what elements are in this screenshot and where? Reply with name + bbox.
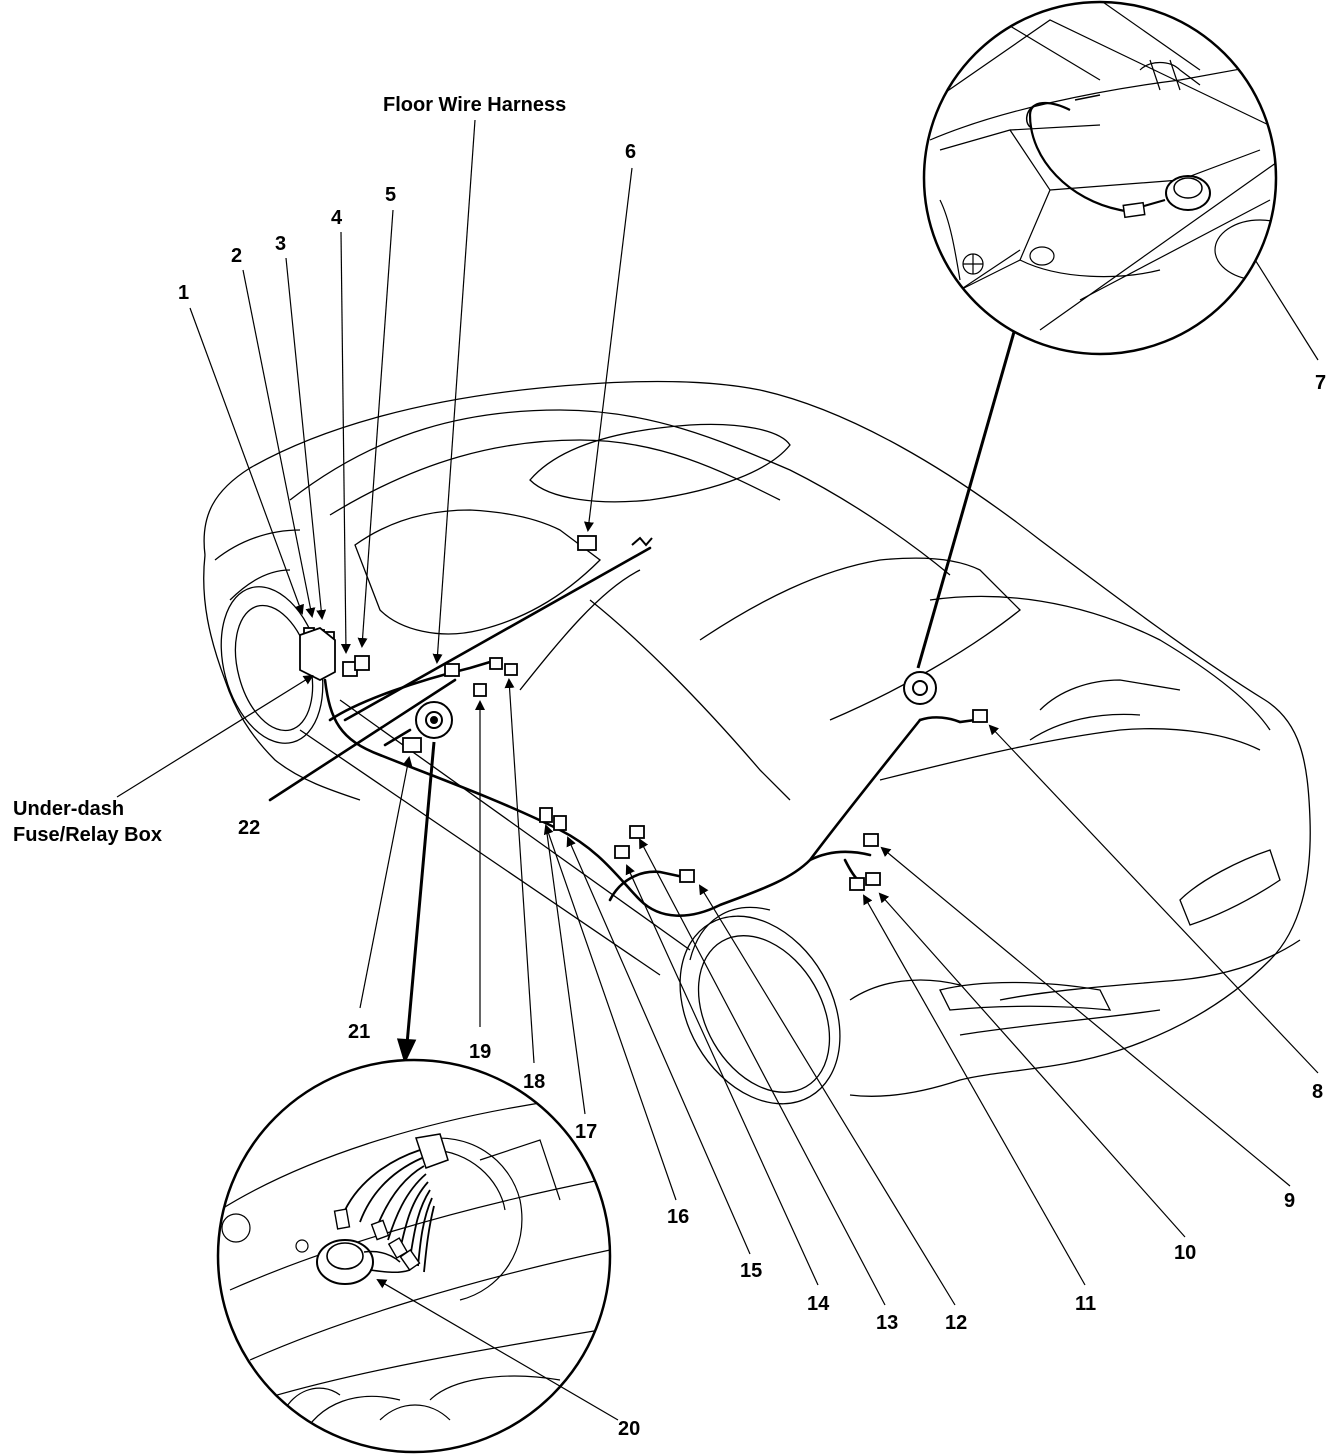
callout-19: 19 xyxy=(469,1041,492,1063)
callout-11: 11 xyxy=(1075,1293,1097,1315)
floor-wire-harness xyxy=(268,546,977,917)
callout-2: 2 xyxy=(231,245,243,267)
callout-18: 18 xyxy=(523,1071,546,1093)
callout-8: 8 xyxy=(1312,1081,1324,1103)
floor-wire-harness-label: Floor Wire Harness xyxy=(383,94,567,116)
callout-17: 17 xyxy=(575,1121,598,1143)
callout-6: 6 xyxy=(625,141,637,163)
callout-14: 14 xyxy=(807,1293,830,1315)
ground-point-20-detail xyxy=(216,1058,619,1454)
callout-21: 21 xyxy=(348,1021,371,1043)
callout-13: 13 xyxy=(876,1312,899,1334)
wheels xyxy=(220,586,841,1105)
callout-7: 7 xyxy=(1315,372,1327,394)
callout-20: 20 xyxy=(618,1418,641,1440)
leader-lines xyxy=(116,119,1319,1306)
callout-16: 16 xyxy=(667,1206,690,1228)
under-dash-label-line2: Fuse/Relay Box xyxy=(13,824,162,846)
car-body xyxy=(203,380,1311,1097)
callout-1: 1 xyxy=(178,282,190,304)
callout-22: 22 xyxy=(238,817,261,839)
under-dash-fuse-relay-box-label: Under-dash Fuse/Relay Box xyxy=(13,796,162,848)
fuse-relay-box xyxy=(299,626,336,682)
ground-points xyxy=(415,671,937,739)
callout-4: 4 xyxy=(331,207,343,229)
ground-point-7-detail xyxy=(922,0,1278,356)
callout-15: 15 xyxy=(740,1260,763,1282)
callout-12: 12 xyxy=(945,1312,968,1334)
under-dash-label-line1: Under-dash xyxy=(13,798,125,820)
callout-9: 9 xyxy=(1284,1190,1296,1212)
callout-5: 5 xyxy=(385,184,397,206)
callout-3: 3 xyxy=(275,233,287,255)
callout-10: 10 xyxy=(1174,1242,1197,1264)
